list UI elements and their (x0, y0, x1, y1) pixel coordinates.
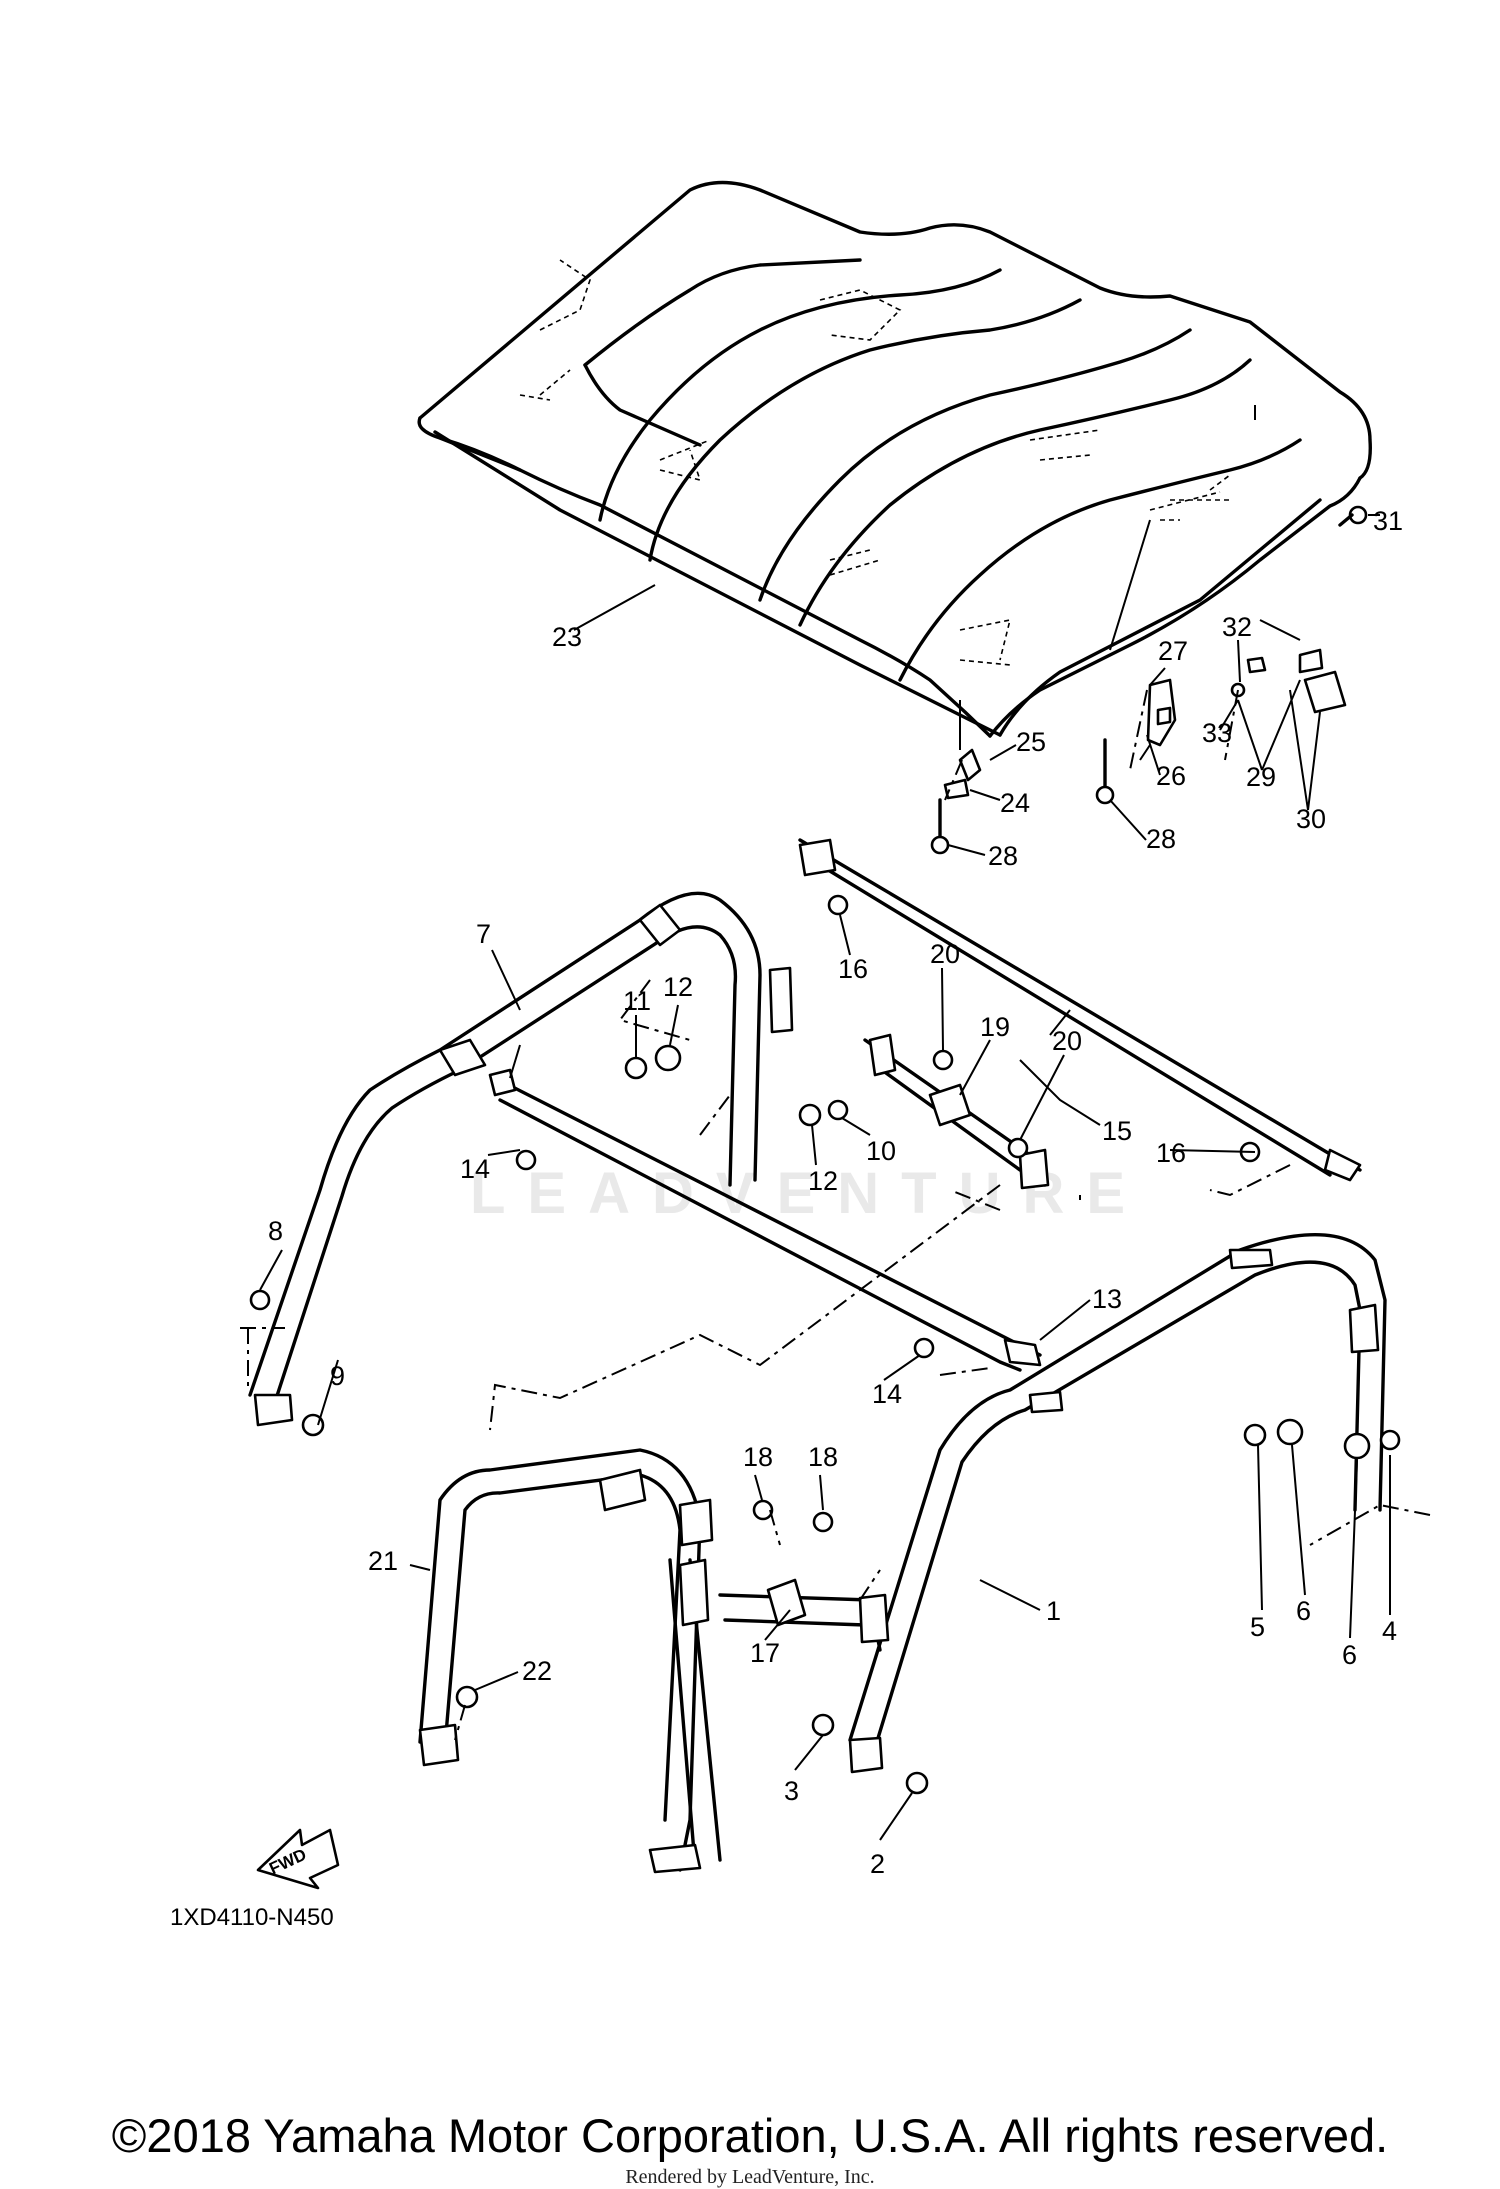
label-13: 13 (1092, 1284, 1122, 1314)
label-33: 33 (1202, 718, 1232, 748)
label-16a: 16 (838, 954, 868, 984)
label-28a: 28 (988, 841, 1018, 871)
parts-diagram: FWD 1 2 3 4 5 6 6 7 8 9 10 11 12 12 13 1… (170, 180, 1431, 1931)
label-21: 21 (368, 1546, 398, 1576)
label-8: 8 (268, 1216, 283, 1246)
label-31: 31 (1373, 506, 1403, 536)
roof-fasteners (930, 505, 1368, 855)
label-9: 9 (330, 1361, 345, 1391)
label-6a: 6 (1296, 1596, 1311, 1626)
leader-lines (240, 405, 1431, 1741)
label-24: 24 (1000, 788, 1030, 818)
label-26: 26 (1156, 761, 1186, 791)
label-11: 11 (623, 986, 651, 1016)
label-5: 5 (1250, 1612, 1265, 1642)
label-12b: 12 (808, 1166, 838, 1196)
label-32: 32 (1222, 612, 1252, 642)
label-15: 15 (1102, 1116, 1132, 1146)
label-6b: 6 (1342, 1640, 1357, 1670)
label-28b: 28 (1146, 824, 1176, 854)
label-20a: 20 (930, 939, 960, 969)
roof-panel (417, 180, 1372, 738)
label-30: 30 (1296, 804, 1326, 834)
label-12a: 12 (663, 972, 693, 1002)
rendered-by: Rendered by LeadVenture, Inc. (625, 2166, 875, 2188)
label-27: 27 (1158, 636, 1188, 666)
label-1: 1 (1046, 1596, 1061, 1626)
label-17: 17 (750, 1638, 780, 1668)
label-14b: 14 (872, 1379, 902, 1409)
label-4: 4 (1382, 1616, 1397, 1646)
label-10: 10 (866, 1136, 896, 1166)
label-25: 25 (1016, 727, 1046, 757)
label-20b: 20 (1052, 1026, 1082, 1056)
label-3: 3 (784, 1776, 799, 1806)
diagram-code: 1XD4110-N450 (170, 1904, 334, 1931)
label-18b: 18 (808, 1442, 838, 1472)
label-14a: 14 (460, 1154, 490, 1184)
label-22: 22 (522, 1656, 552, 1686)
copyright-notice: ©2018 Yamaha Motor Corporation, U.S.A. A… (111, 2109, 1389, 2162)
fwd-arrow-icon: FWD (256, 1828, 340, 1890)
label-leaders (259, 514, 1391, 1841)
label-19: 19 (980, 1012, 1010, 1042)
label-18a: 18 (743, 1442, 773, 1472)
label-23: 23 (552, 622, 582, 652)
label-16b: 16 (1156, 1138, 1186, 1168)
cage-hardware (249, 838, 1401, 1874)
label-7: 7 (476, 919, 491, 949)
label-2: 2 (870, 1849, 885, 1879)
part-labels: 1 2 3 4 5 6 6 7 8 9 10 11 12 12 13 14 14… (268, 506, 1403, 1879)
watermark: LEADVENTURE (470, 1161, 1148, 1226)
